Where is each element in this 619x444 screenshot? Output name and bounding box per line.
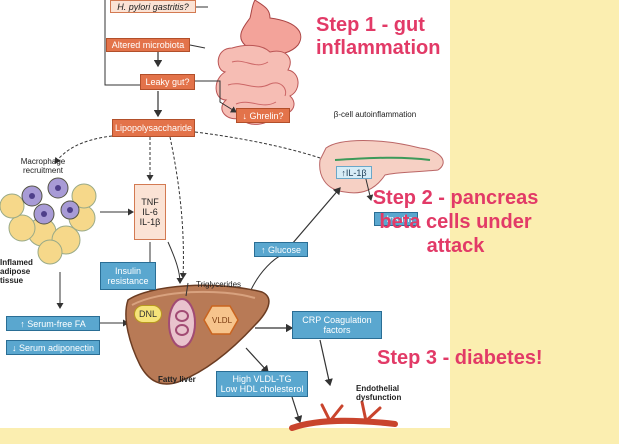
- lipids-vldl-tg: High VLDL-TG: [232, 374, 292, 384]
- serum-adiponectin-box: ↓ Serum adiponectin: [6, 340, 100, 355]
- inflamed-adipose-label: Inflamed adipose tissue: [0, 258, 33, 285]
- yellow-bottom-band: [0, 428, 619, 444]
- glucose-box: ↑ Glucose: [254, 242, 308, 257]
- cytokines-box: TNF IL-6 IL-1β: [134, 184, 166, 240]
- crp-box: CRP Coagulation factors: [292, 311, 382, 339]
- triglycerides-label: Triglycerides: [196, 280, 242, 289]
- insulin-box: ↓ Insulin: [374, 212, 418, 226]
- cytokine-tnf: TNF: [141, 197, 159, 207]
- il1b-pancreas-box: ↑IL-1β: [336, 166, 372, 179]
- lipids-box: High VLDL-TG Low HDL cholesterol: [216, 371, 308, 397]
- h-pylori-box: H. pylori gastritis?: [110, 0, 196, 13]
- vldl-label: VLDL: [212, 316, 233, 325]
- dnl-box: DNL: [134, 305, 162, 323]
- blood-vessel-icon: [289, 400, 398, 431]
- liver-icon: [125, 284, 270, 385]
- pancreas-icon: [319, 140, 444, 194]
- cytokine-il6: IL-6: [142, 207, 158, 217]
- endothelial-label: Endothelial dysfunction: [356, 384, 402, 402]
- adipocyte-icon: [0, 183, 97, 265]
- insulin-resistance-box: Insulin resistance: [100, 262, 156, 290]
- step2-caption: Step 2 - pancreas beta cells under attac…: [372, 187, 539, 257]
- lps-box: Lipopolysaccharide: [112, 119, 195, 137]
- step1-caption: Step 1 - gut inflammation: [316, 14, 441, 59]
- fatty-liver-label: Fatty liver: [158, 375, 196, 384]
- leaky-gut-box: Leaky gut?: [140, 74, 195, 90]
- ghrelin-box: ↓ Ghrelin?: [236, 108, 290, 123]
- altered-microbiota-box: Altered microbiota: [106, 38, 190, 52]
- step3-caption: Step 3 - diabetes!: [377, 347, 543, 369]
- serum-ffa-box: ↑ Serum-free FA: [6, 316, 100, 331]
- lipids-hdl: Low HDL cholesterol: [220, 384, 304, 394]
- beta-cell-label: β-cell autoinflammation: [333, 110, 417, 119]
- macrophage-icon: [21, 177, 80, 225]
- yellow-side-panel: [450, 0, 619, 444]
- cytokine-il1b: IL-1β: [139, 217, 161, 227]
- macrophage-label: Macrophage recruitment: [20, 157, 66, 175]
